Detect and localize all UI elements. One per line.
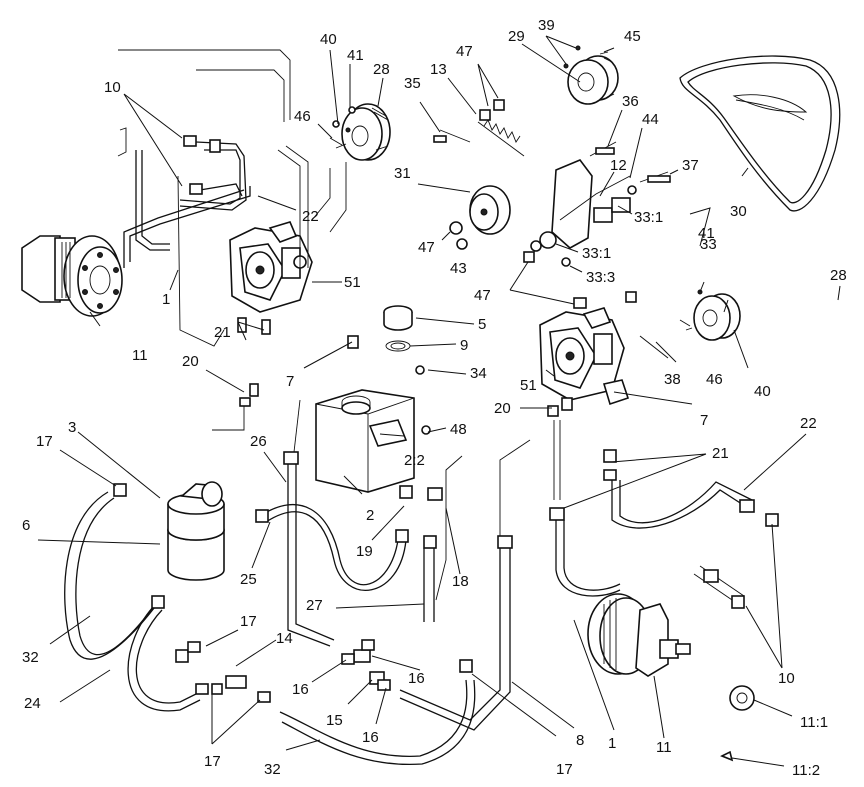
callout-label: 9 xyxy=(460,337,468,354)
callout-label: 47 xyxy=(474,287,491,304)
callout-label: 43 xyxy=(450,260,467,277)
callout-label: 51 xyxy=(520,377,537,394)
idler-arm-bracket xyxy=(530,141,669,252)
callout-label: 12 xyxy=(610,157,627,174)
callout-label: 28 xyxy=(830,267,847,284)
callout-label: 1 xyxy=(162,291,170,308)
callout-label: 51 xyxy=(344,274,361,291)
callout-label: 47 xyxy=(418,239,435,256)
callout-label: 27 xyxy=(306,597,323,614)
callout-label: 33:1 xyxy=(634,209,663,226)
callout-label: 25 xyxy=(240,571,257,588)
callout-label: 45 xyxy=(624,28,641,45)
callout-labels: 10 40 41 28 46 39 47 13 29 45 35 36 44 1… xyxy=(22,17,847,779)
callout-label: 13 xyxy=(430,61,447,78)
callout-label: 46 xyxy=(294,108,311,125)
callout-label: 31 xyxy=(394,165,411,182)
callout-label: 47 xyxy=(456,43,473,60)
callout-label: 34 xyxy=(470,365,487,382)
oil-filter xyxy=(167,481,225,581)
callout-label: 40 xyxy=(754,383,771,400)
callout-label: 22 xyxy=(800,415,817,432)
callout-label: 17 xyxy=(556,761,573,778)
callout-label: 21 xyxy=(214,324,231,341)
idler-pulley xyxy=(449,185,511,250)
callout-label: 19 xyxy=(356,543,373,560)
callout-label: 17 xyxy=(240,613,257,630)
callout-label: 3 xyxy=(68,419,76,436)
callout-label: 40 xyxy=(320,31,337,48)
callout-label: 28 xyxy=(373,61,390,78)
callout-label: 38 xyxy=(664,371,681,388)
pulley-top xyxy=(563,45,619,105)
callout-label: 14 xyxy=(276,630,293,647)
callout-label: 17 xyxy=(36,433,53,450)
callout-label: 18 xyxy=(452,573,469,590)
callout-label: 16 xyxy=(362,729,379,746)
callout-label: 21 xyxy=(712,445,729,462)
callout-label: 8 xyxy=(576,732,584,749)
callout-label: 24 xyxy=(24,695,41,712)
callout-label: 32 xyxy=(22,649,39,666)
callout-label: 29 xyxy=(508,28,525,45)
callout-label: 7 xyxy=(286,373,294,390)
pulley-left xyxy=(329,103,391,161)
filler-cap xyxy=(383,305,413,352)
callout-label: 1 xyxy=(608,735,616,752)
callout-label: 41 xyxy=(698,225,715,242)
spring-idler-assembly xyxy=(439,99,525,157)
callout-label: 11 xyxy=(132,347,148,364)
callout-label: 33:1 xyxy=(582,245,611,262)
callout-label: 32 xyxy=(264,761,281,778)
callout-label: 17 xyxy=(204,753,221,770)
callout-label: 36 xyxy=(622,93,639,110)
callout-label: 33:3 xyxy=(586,269,615,286)
hydraulic-pump-right xyxy=(539,307,630,406)
callout-label: 16 xyxy=(292,681,309,698)
callout-label: 6 xyxy=(22,517,30,534)
leader-lines xyxy=(37,35,841,767)
callout-label: 16 xyxy=(408,670,425,687)
hydraulic-motor-right xyxy=(587,593,755,762)
fittings xyxy=(113,106,779,703)
callout-label: 15 xyxy=(326,712,343,729)
callout-label: 22 xyxy=(302,208,319,225)
callout-label: 26 xyxy=(250,433,267,450)
hose-network xyxy=(64,49,753,766)
callout-label: 5 xyxy=(478,316,486,333)
callout-label: 41 xyxy=(347,47,364,64)
callout-label: 10 xyxy=(104,79,121,96)
callout-label: 30 xyxy=(730,203,747,220)
callout-label: 11:1 xyxy=(800,714,828,731)
hydraulic-motor-left xyxy=(21,235,123,317)
callout-label: 2 xyxy=(366,507,374,524)
callout-label: 44 xyxy=(642,111,659,128)
callout-label: 11 xyxy=(656,739,672,756)
callout-label: 20 xyxy=(494,400,511,417)
callout-label: 39 xyxy=(538,17,555,34)
hydraulic-tank xyxy=(315,365,431,493)
callout-label: 48 xyxy=(450,421,467,438)
callout-label: 10 xyxy=(778,670,795,687)
callout-label: 11:2 xyxy=(792,762,820,779)
callout-label: 46 xyxy=(706,371,723,388)
callout-label: 33 xyxy=(700,236,717,253)
callout-label: 2:2 xyxy=(404,452,425,469)
callout-label: 37 xyxy=(682,157,699,174)
callout-label: 20 xyxy=(182,353,199,370)
drive-belt xyxy=(679,55,841,212)
callout-label: 7 xyxy=(700,412,708,429)
callout-label: 35 xyxy=(404,75,421,92)
pulley-right xyxy=(679,289,741,341)
hydraulic-pump-left xyxy=(229,221,313,313)
